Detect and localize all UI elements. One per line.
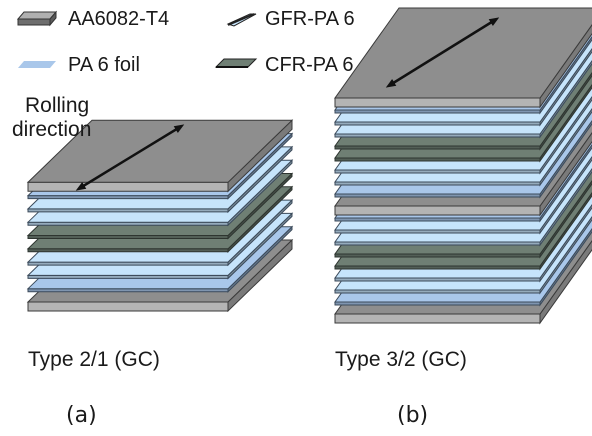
rolling-direction-line1: Rolling: [25, 94, 90, 117]
legend-label-pa6: PA 6 foil: [68, 54, 140, 76]
layer-aa6082-front: [27, 301, 229, 312]
rolling-direction-line2: direction: [12, 118, 92, 141]
legend-swatch-aa6082: [16, 10, 58, 27]
layer-aa6082-front: [334, 97, 541, 108]
stack-a-layers: [26, 119, 294, 313]
legend-swatch-cfr: [214, 58, 258, 68]
panel-label-b: (b): [397, 403, 429, 428]
legend: [16, 10, 258, 68]
legend-label-cfr: CFR-PA 6: [265, 54, 354, 76]
legend-label-aa6082: AA6082-T4: [68, 8, 170, 30]
stack-b-layers: [334, 7, 592, 325]
layer-aa6082-front: [334, 205, 541, 216]
rolling-direction-arrow-b: [385, 17, 500, 88]
layer-aa6082-front: [334, 313, 541, 324]
legend-swatch-pa6: [18, 61, 56, 68]
layer-aa6082-front: [27, 181, 229, 192]
stack-b-type-label: Type 3/2 (GC): [335, 348, 467, 371]
panel-label-a: (a): [66, 403, 97, 428]
rolling-direction-label: Rolling direction: [12, 94, 91, 142]
rolling-direction-arrow-a: [75, 124, 185, 191]
legend-swatch-gfr: [226, 13, 257, 27]
stack-a-type-label: Type 2/1 (GC): [28, 348, 160, 371]
legend-label-gfr: GFR-PA 6: [265, 8, 355, 30]
